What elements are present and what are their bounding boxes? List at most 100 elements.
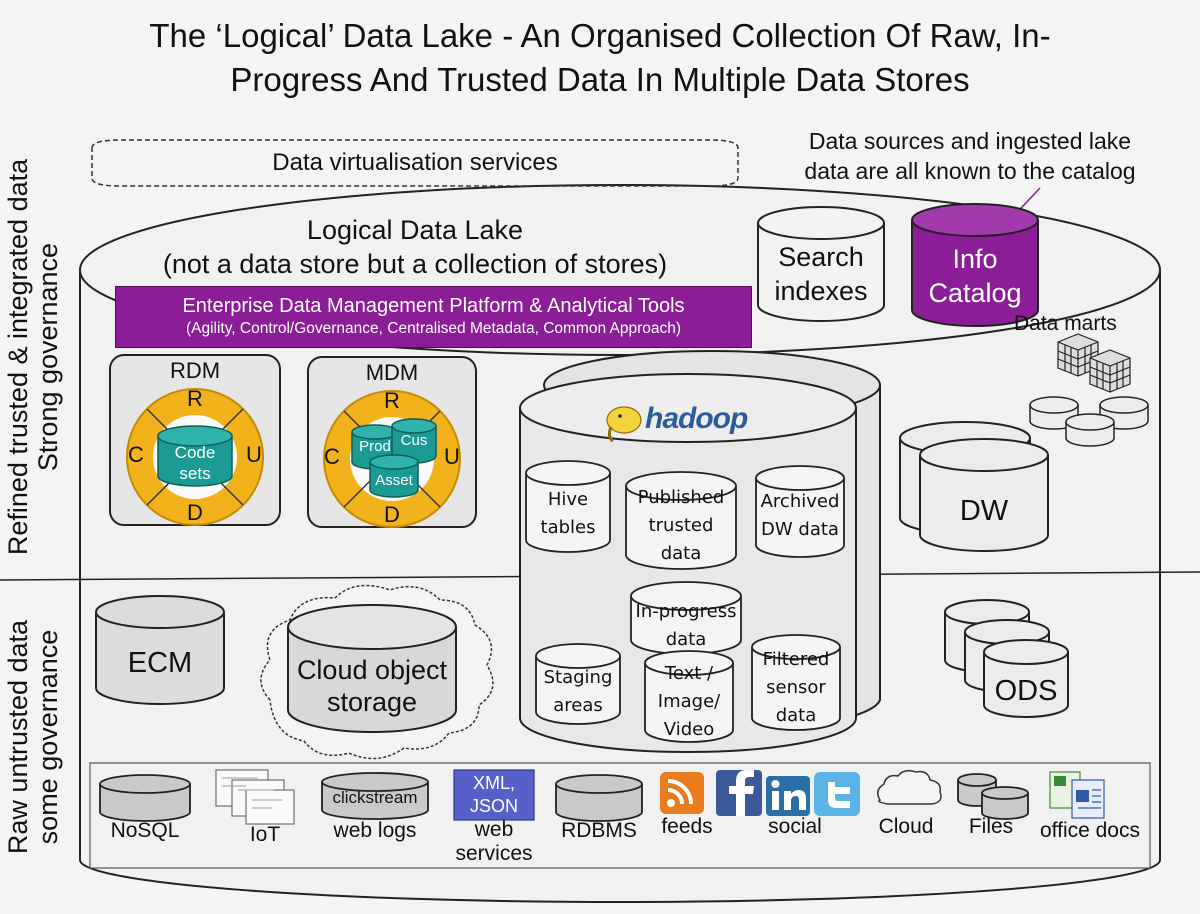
staging-line-2: areas [553,695,603,716]
ods-cylinders [944,599,1069,718]
source-office-docs: office docs [1039,819,1140,842]
hive-line-1: Hive [547,489,589,510]
rdm-code-sets-label: Code sets [158,442,232,484]
json-label: JSON [469,796,518,816]
mdm-product-label: Prod [359,438,391,455]
hive-line-2: tables [540,517,596,538]
linkedin-icon [766,776,810,816]
cloud-object-storage [260,584,494,760]
filtered-sensor-label: Filtered sensor data [752,646,840,730]
staging-areas-label: Staging areas [536,664,620,720]
rdm-read-label: R [187,386,203,411]
search-indexes-label: Search indexes [758,240,884,308]
mdm-panel [307,356,477,528]
source-cloud: Cloud [878,815,934,838]
page-title: The ‘Logical’ Data Lake - An Organised C… [0,14,1200,102]
published-line-2: trusted [648,515,714,536]
twitter-icon [814,772,860,816]
side-label-raw-line-1: Raw untrusted data [3,619,33,855]
archived-dw-label: Archived DW data [752,488,848,544]
dw-label: DW [959,495,1009,527]
xml-json-label: XML, JSON [454,772,534,818]
rdm-inner-line-2: sets [179,464,211,483]
ods-label: ODS [994,675,1058,707]
filtered-line-3: data [775,705,817,726]
source-clickstream: clickstream [332,788,418,807]
source-web-logs: web logs [333,819,417,842]
catalog-note-line-2: data are all known to the catalog [804,158,1136,184]
mdm-create-label: C [324,444,340,469]
published-line-1: Published [637,487,725,508]
inprogress-line-1: In-progress [635,601,737,622]
mdm-update-label: U [444,444,460,469]
data-marts-label: Data marts [1014,312,1117,335]
text-line-1: Text / [664,663,714,684]
archived-line-1: Archived [760,491,840,512]
catalog-line-2: Catalog [928,278,1022,308]
search-line-1: Search [778,242,864,272]
archived-line-2: DW data [761,519,839,540]
source-social: social [768,815,822,838]
data-mart-cylinders [1029,396,1149,447]
ecm-cylinder [95,595,225,705]
rdm-label: RDM [169,358,221,383]
inprogress-line-2: data [665,629,707,650]
ecm-label: ECM [127,647,193,679]
rdm-inner-line-1: Code [174,443,216,462]
rdm-panel [109,354,281,526]
platform-subtitle: (Agility, Control/Governance, Centralise… [185,320,682,337]
filtered-line-1: Filtered [762,649,830,670]
lake-label-line-1: Logical Data Lake [306,215,524,245]
staging-line-1: Staging [543,667,613,688]
side-label-refined-line-1: Refined trusted & integrated data [3,158,33,556]
cloud-source-icon [877,769,942,805]
published-data-label: Published trusted data [626,484,736,568]
side-label-refined-line-2: Strong governance [33,242,63,472]
xml-label: XML, [472,773,515,793]
hive-tables-label: Hive tables [526,486,610,542]
info-catalog-cylinder [911,203,1039,327]
cloud-storage-line-2: storage [326,687,418,717]
side-label-refined: Refined trusted & integrated data Strong… [3,137,67,577]
text-image-video-label: Text / Image/ Video [645,660,733,744]
platform-title: Enterprise Data Management Platform & An… [182,295,685,317]
lake-label: Logical Data Lake (not a data store but … [100,213,730,281]
web-services-line-1: web [474,818,514,841]
side-label-raw-line-2: some governance [33,629,63,845]
mdm-customer-label: Cus [400,432,428,449]
source-nosql: NoSQL [110,819,180,842]
rdm-delete-label: D [187,500,203,525]
iot-icon [215,769,295,825]
source-rdbms: RDBMS [561,819,637,842]
source-files: Files [968,815,1014,838]
title-line-2: Progress And Trusted Data In Multiple Da… [230,61,970,98]
cloud-storage-label: Cloud object storage [288,654,456,718]
virtualisation-box [91,139,739,187]
hadoop-logo: hadoop [645,402,748,435]
info-catalog-label: Info Catalog [912,242,1038,310]
mdm-delete-label: D [384,502,400,527]
web-services-line-2: services [455,842,533,865]
dw-cylinders [899,421,1049,552]
title-line-1: The ‘Logical’ Data Lake - An Organised C… [149,17,1051,54]
hadoop-elephant-icon [606,406,642,443]
mdm-asset-label: Asset [375,472,413,489]
catalog-note: Data sources and ingested lake data are … [760,126,1180,186]
xml-json-box [453,769,535,821]
text-line-3: Video [663,719,715,740]
mdm-label: MDM [365,360,419,385]
search-indexes-cylinder [757,206,885,322]
feeds-rss-icon [660,772,704,814]
platform-banner: Enterprise Data Management Platform & An… [115,286,752,348]
filtered-line-2: sensor [766,677,826,698]
mdm-read-label: R [384,388,400,413]
published-line-3: data [660,543,702,564]
cloud-storage-line-1: Cloud object [296,655,448,685]
facebook-icon [716,770,762,816]
source-iot: IoT [249,823,281,846]
catalog-line-1: Info [952,244,998,274]
search-line-2: indexes [774,276,868,306]
text-line-2: Image/ [657,691,721,712]
catalog-note-line-1: Data sources and ingested lake [808,128,1132,154]
